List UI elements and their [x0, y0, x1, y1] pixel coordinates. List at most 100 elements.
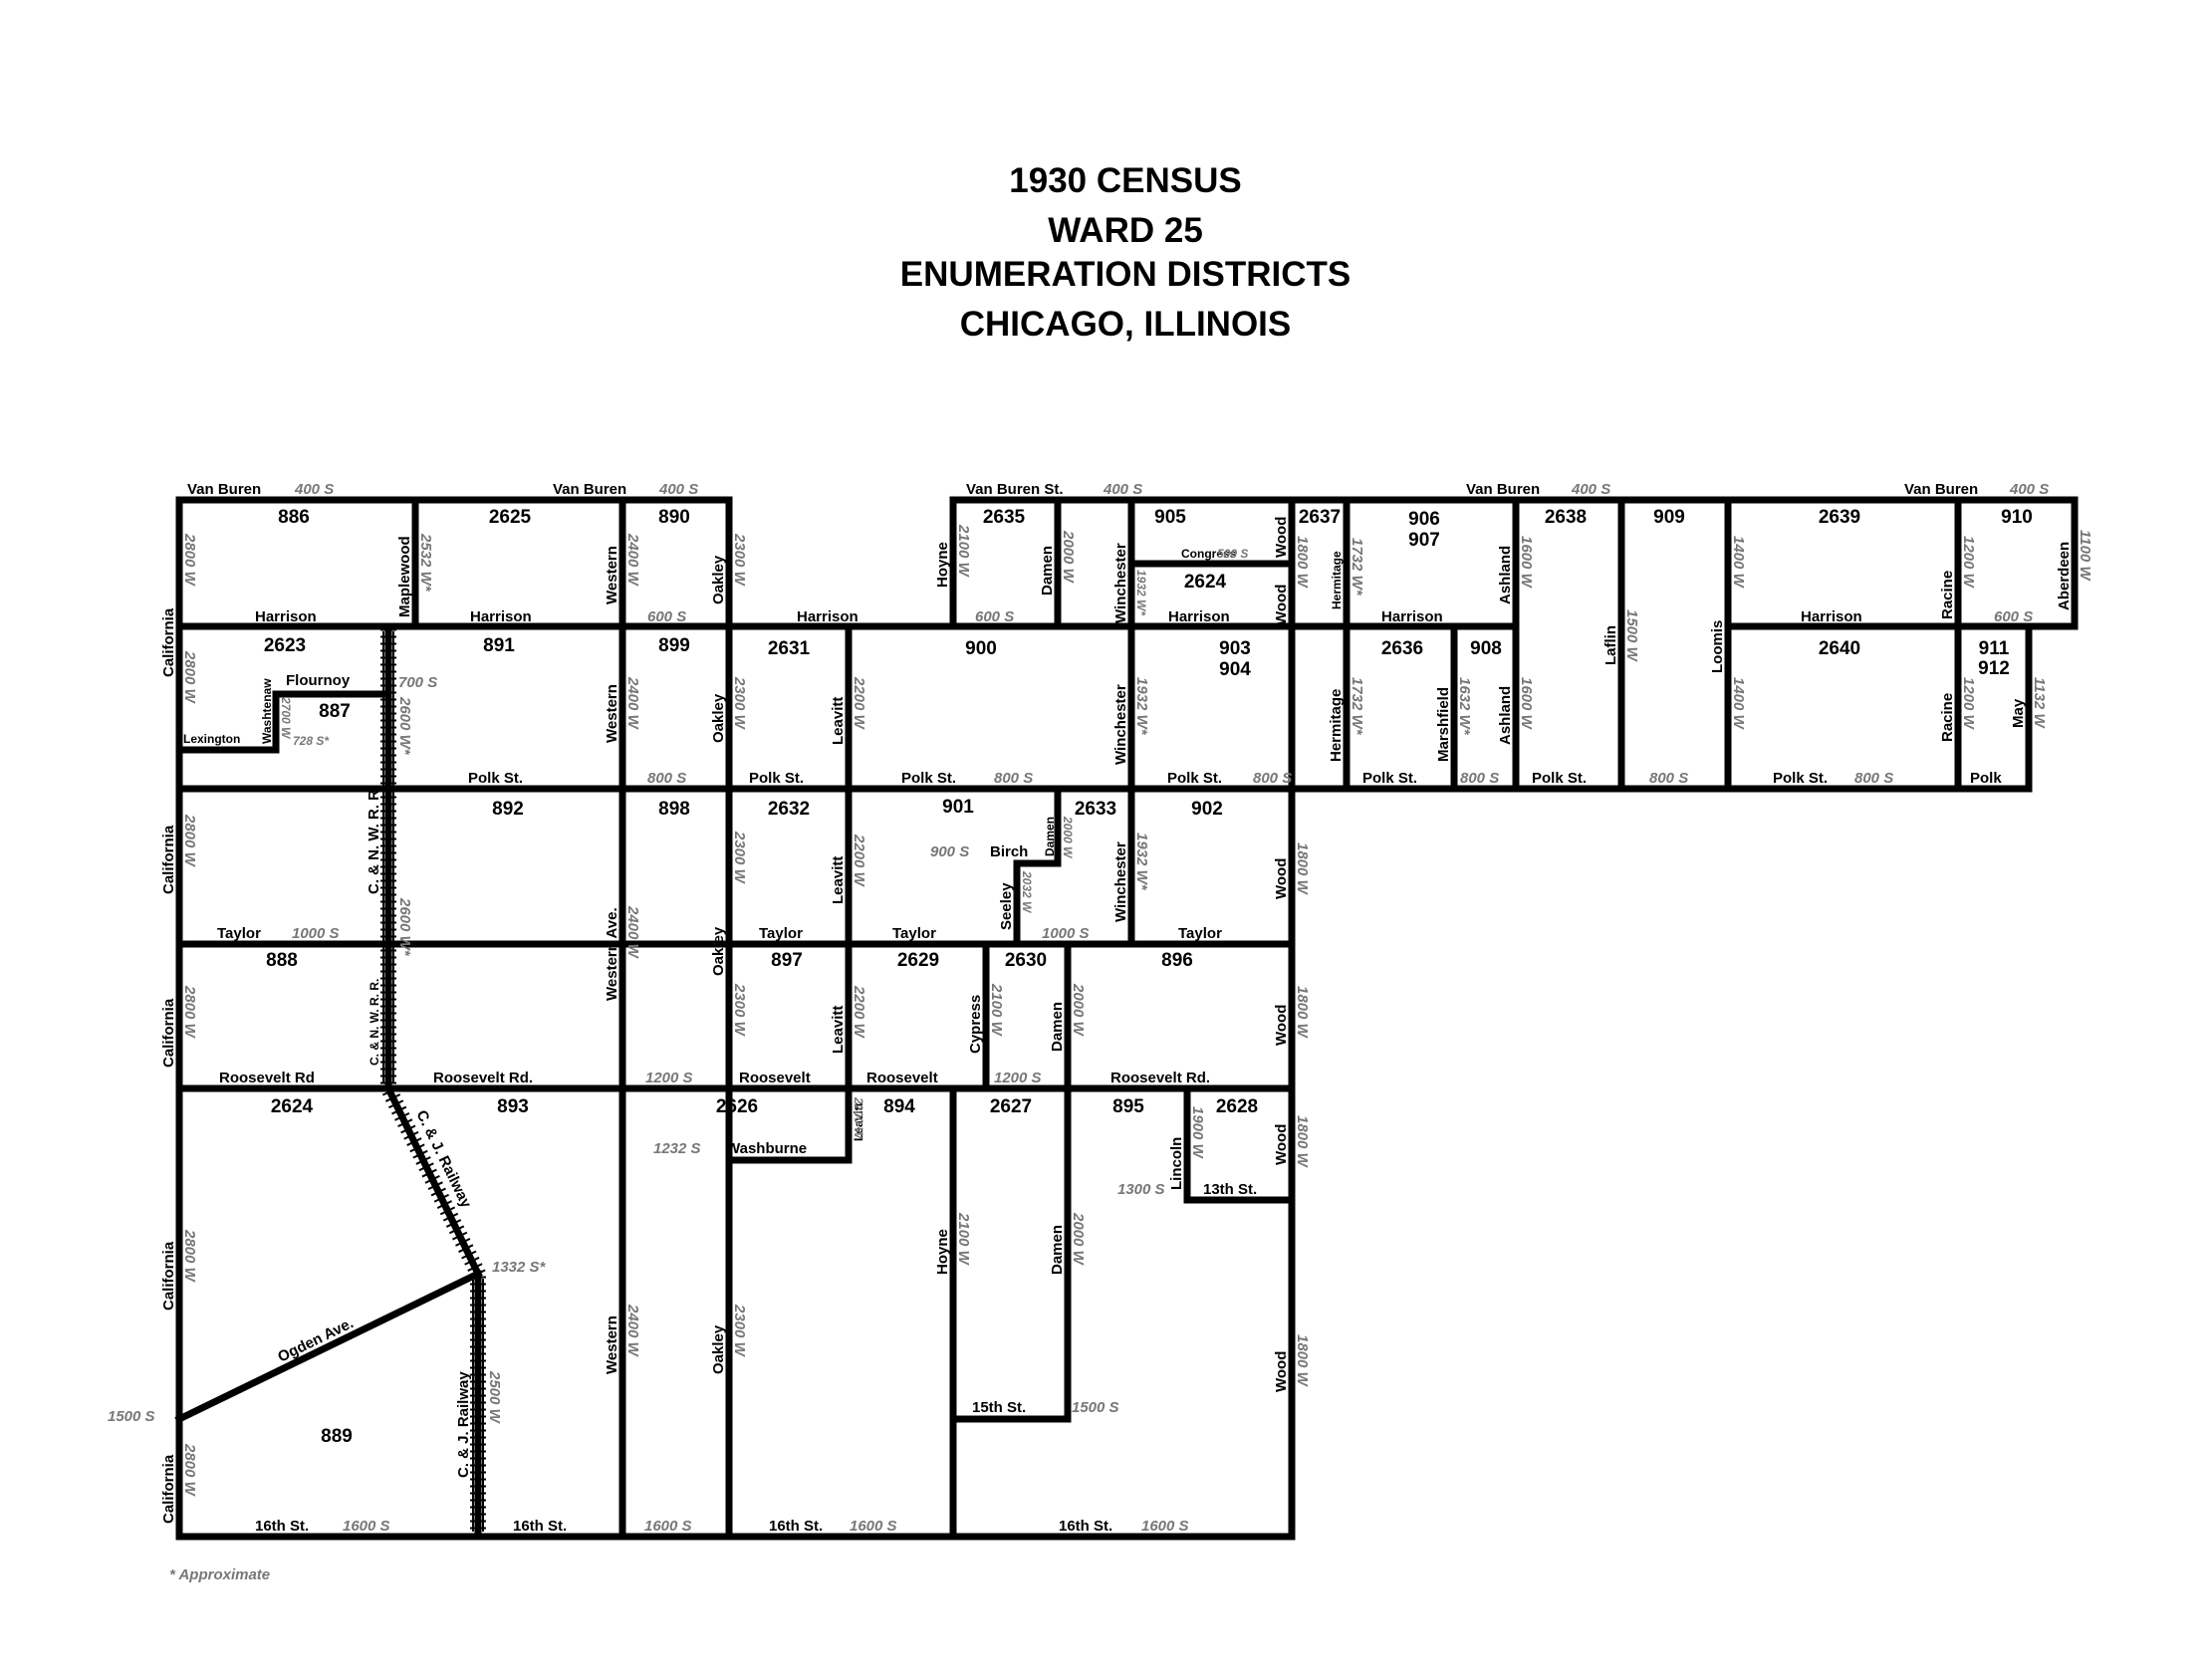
railroad-tie: [406, 1137, 422, 1146]
district-2631[interactable]: 2631: [768, 638, 811, 659]
district-2628[interactable]: 2628: [1216, 1096, 1258, 1117]
railroad-tie: [467, 1263, 483, 1272]
district-894[interactable]: 894: [883, 1096, 915, 1117]
district-910[interactable]: 910: [2001, 507, 2033, 528]
addr-1200w-2: 1200 W: [1960, 677, 1977, 731]
district-901[interactable]: 901: [942, 797, 974, 818]
district-896[interactable]: 896: [1161, 950, 1193, 971]
addr-1600s-2: 1600 S: [644, 1518, 692, 1535]
district-2630[interactable]: 2630: [1005, 950, 1047, 971]
railroad-tie: [461, 1250, 477, 1260]
district-2625[interactable]: 2625: [489, 507, 532, 528]
addr-2600w-1: 2600 W*: [396, 696, 413, 756]
district-905[interactable]: 905: [1154, 507, 1186, 528]
addr-600s-3: 600 S: [1994, 608, 2033, 625]
addr-1200s-1: 1200 S: [645, 1070, 693, 1086]
district-2629[interactable]: 2629: [897, 950, 939, 971]
label-cj-railway-vertical: C. & J. Railway: [455, 1371, 472, 1478]
district-2624-north[interactable]: 2624: [1184, 572, 1227, 593]
label-polk-1: Polk St.: [468, 770, 523, 787]
district-908[interactable]: 908: [1470, 638, 1502, 659]
addr-1800w-5: 1800 W: [1294, 1334, 1311, 1388]
district-911[interactable]: 911: [1979, 638, 2010, 659]
district-906[interactable]: 906: [1408, 509, 1440, 530]
label-hermitage-1: Hermitage: [1330, 551, 1344, 609]
boundary-887: [175, 690, 392, 754]
label-winchester-3: Winchester: [1112, 841, 1129, 922]
addr-2400w-1: 2400 W: [624, 533, 641, 588]
label-california-4: California: [160, 1241, 177, 1311]
addr-1800w-4: 1800 W: [1294, 1115, 1311, 1169]
district-904[interactable]: 904: [1219, 659, 1251, 680]
district-893[interactable]: 893: [497, 1096, 529, 1117]
railroad-tie: [381, 1086, 398, 1096]
label-roosevelt-rd: Roosevelt Rd: [219, 1070, 315, 1086]
label-damen-2: Damen: [1043, 817, 1057, 856]
district-907[interactable]: 907: [1408, 530, 1440, 551]
district-2626[interactable]: 2626: [716, 1096, 758, 1117]
addr-1600s-3: 1600 S: [850, 1518, 897, 1535]
district-897[interactable]: 897: [771, 950, 803, 971]
district-903[interactable]: 903: [1219, 638, 1251, 659]
district-891[interactable]: 891: [483, 635, 515, 656]
label-van-buren-2: Van Buren: [553, 481, 626, 498]
label-winchester-1: Winchester: [1112, 543, 1129, 623]
addr-1900w: 1900 W: [1189, 1106, 1206, 1160]
district-888[interactable]: 888: [266, 950, 298, 971]
label-16th-4: 16th St.: [1059, 1518, 1112, 1535]
district-2637[interactable]: 2637: [1299, 507, 1341, 528]
railroad-tie: [391, 1105, 407, 1115]
district-2627[interactable]: 2627: [990, 1096, 1032, 1117]
district-890[interactable]: 890: [658, 507, 690, 528]
district-2638[interactable]: 2638: [1545, 507, 1587, 528]
addr-1100w: 1100 W: [2077, 530, 2093, 582]
district-2640[interactable]: 2640: [1819, 638, 1860, 659]
district-898[interactable]: 898: [658, 799, 690, 820]
district-887[interactable]: 887: [319, 701, 351, 722]
addr-400s-5: 400 S: [2009, 481, 2049, 498]
district-2633[interactable]: 2633: [1075, 799, 1116, 820]
district-912[interactable]: 912: [1978, 658, 2010, 679]
label-damen-4: Damen: [1049, 1225, 1066, 1275]
district-895[interactable]: 895: [1112, 1096, 1144, 1117]
district-2636[interactable]: 2636: [1381, 638, 1423, 659]
addr-600s-2: 600 S: [975, 608, 1014, 625]
district-902[interactable]: 902: [1191, 799, 1223, 820]
addr-1632w: 1632 W*: [1456, 677, 1473, 736]
district-2623[interactable]: 2623: [264, 635, 306, 656]
label-california-1: California: [160, 607, 177, 677]
label-taylor-1: Taylor: [217, 925, 261, 942]
district-899[interactable]: 899: [658, 635, 690, 656]
district-2632[interactable]: 2632: [768, 799, 810, 820]
railroad-tie: [397, 1118, 413, 1128]
railroad-tie: [470, 1269, 486, 1279]
addr-1200s-2: 1200 S: [994, 1070, 1042, 1086]
district-900[interactable]: 900: [965, 638, 997, 659]
horizontal-street-labels: Van Buren Van Buren Van Buren St. Van Bu…: [183, 481, 2002, 1535]
label-taylor-4: Taylor: [1178, 925, 1222, 942]
railroad-tie: [436, 1200, 453, 1209]
label-california-2: California: [160, 825, 177, 894]
district-2635[interactable]: 2635: [983, 507, 1026, 528]
district-2639[interactable]: 2639: [1819, 507, 1860, 528]
addr-2800w-6: 2800 W: [181, 1443, 198, 1498]
addr-500s: 500 S: [1217, 547, 1248, 561]
boundary-13th-st: [1183, 1084, 1296, 1204]
addr-1500s-1: 1500 S: [108, 1408, 155, 1425]
addr-1300s: 1300 S: [1117, 1181, 1165, 1198]
label-harrison-6: Harrison: [1801, 608, 1862, 625]
railroad-tie: [442, 1212, 459, 1222]
district-889[interactable]: 889: [321, 1426, 353, 1447]
label-ashland-2: Ashland: [1497, 686, 1514, 745]
label-flournoy: Flournoy: [286, 672, 351, 689]
addr-2300w-5: 2300 W: [731, 1304, 748, 1358]
district-886[interactable]: 886: [278, 507, 310, 528]
label-may: May: [2010, 698, 2027, 728]
district-892[interactable]: 892: [492, 799, 524, 820]
district-909[interactable]: 909: [1653, 507, 1685, 528]
district-2624-south[interactable]: 2624: [271, 1096, 314, 1117]
title-line-3: ENUMERATION DISTRICTS: [900, 255, 1351, 294]
addr-2800w-4: 2800 W: [181, 985, 198, 1040]
label-western-2: Western: [604, 684, 620, 743]
